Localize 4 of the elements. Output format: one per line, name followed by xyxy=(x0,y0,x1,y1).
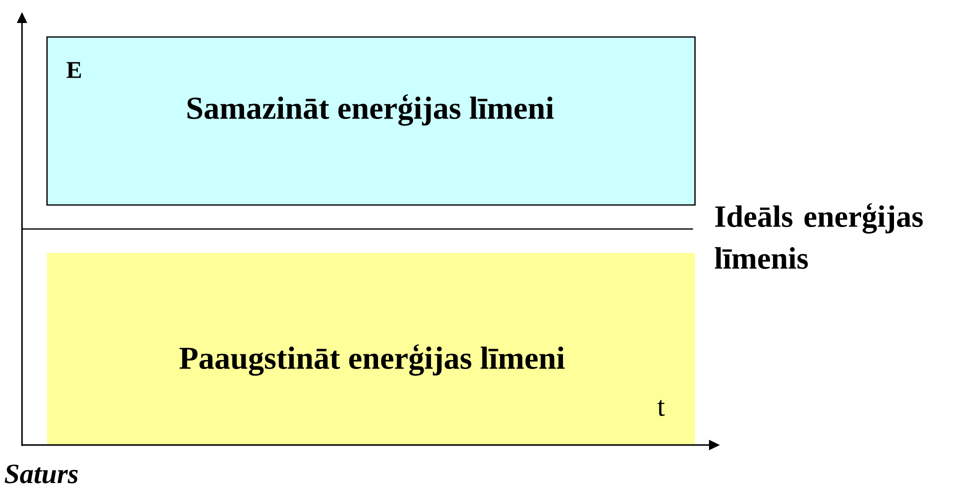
axis-label: t xyxy=(657,400,665,416)
level-label: Ideāls enerģijas līmenis xyxy=(714,203,923,269)
axis-label: E xyxy=(66,62,81,78)
axis-title: Saturs xyxy=(4,464,78,484)
